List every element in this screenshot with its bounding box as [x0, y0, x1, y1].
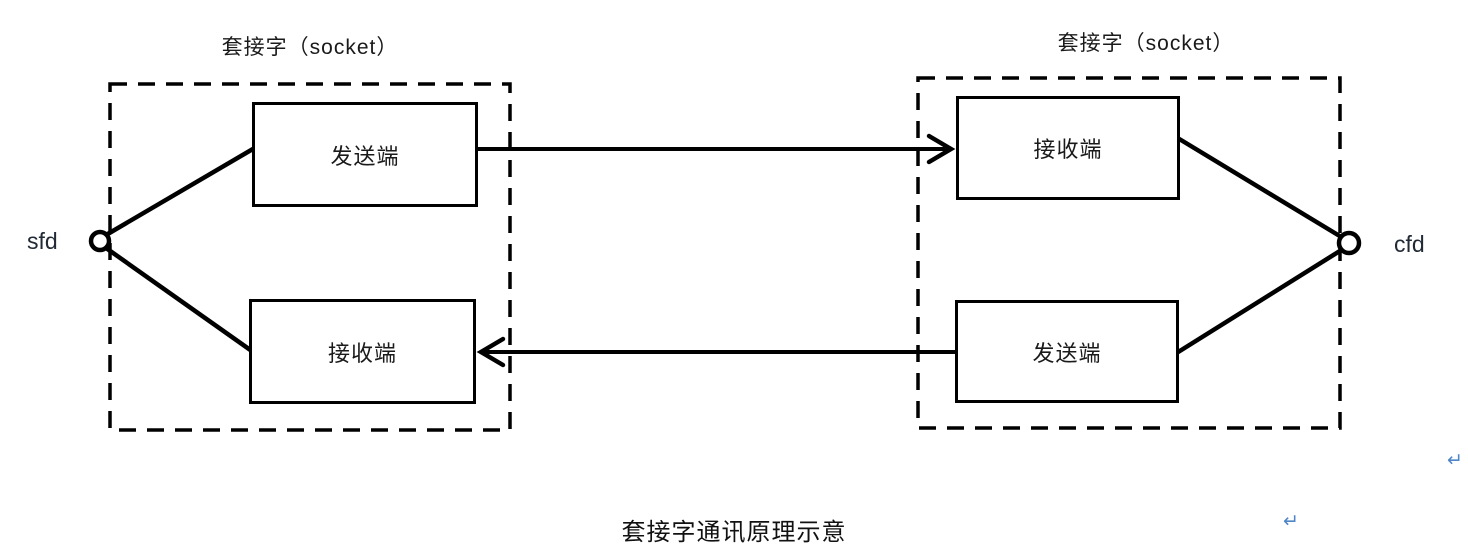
left-receiver-node: 接收端 — [249, 299, 476, 404]
right-sender-node: 发送端 — [955, 300, 1179, 403]
forward-arrow-head — [926, 133, 956, 165]
right-sender-label: 发送端 — [1032, 340, 1102, 366]
left-socket-title: 套接字（socket） — [221, 36, 399, 59]
paragraph-return-mark: ↵ — [1447, 449, 1463, 471]
right-receiver-node: 接收端 — [956, 96, 1180, 200]
cfd-label: cfd — [1394, 231, 1425, 257]
left-receiver-label: 接收端 — [327, 340, 397, 366]
left-socket-dashed-border — [108, 82, 512, 432]
left-sender-label: 发送端 — [330, 143, 400, 169]
cfd-to-sender-connector — [1173, 247, 1345, 356]
left-sender-node: 发送端 — [252, 102, 478, 207]
sfd-label: sfd — [27, 228, 58, 254]
backward-arrow-head — [476, 336, 506, 368]
sfd-endpoint-circle — [88, 229, 112, 253]
cfd-endpoint-circle — [1336, 230, 1362, 256]
paragraph-return-mark: ↵ — [1283, 510, 1299, 532]
sfd-to-receiver-connector — [104, 246, 258, 356]
right-receiver-label: 接收端 — [1033, 137, 1103, 162]
cfd-to-receiver-connector — [1174, 135, 1345, 240]
sfd-to-sender-connector — [104, 144, 260, 237]
right-socket-title: 套接字（socket） — [1057, 32, 1235, 55]
figure-caption: 套接字通讯原理示意 — [621, 520, 847, 546]
